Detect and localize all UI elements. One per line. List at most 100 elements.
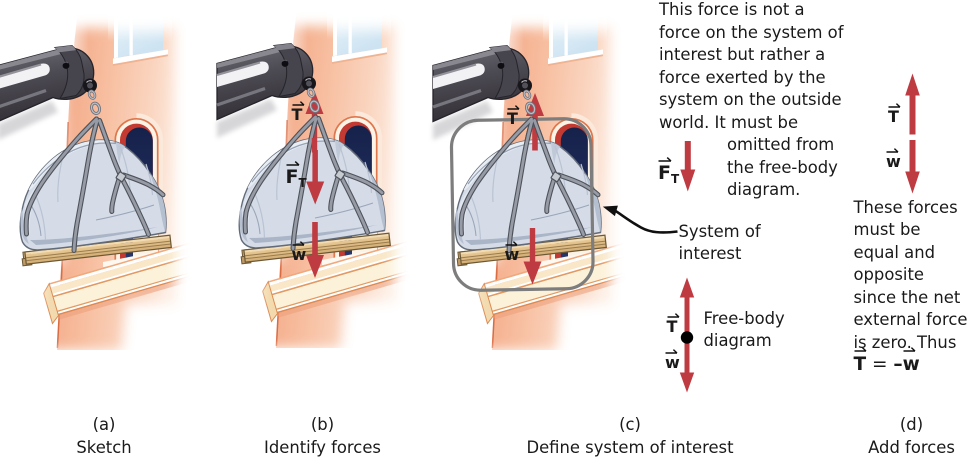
text-line: Define system of interest bbox=[526, 437, 734, 457]
text-line: opposite bbox=[853, 265, 924, 285]
text-line: system on the outside bbox=[659, 90, 842, 110]
label-text: – bbox=[893, 354, 903, 376]
caption-b: (b) Identify forces bbox=[264, 414, 381, 458]
vector-hat: T bbox=[888, 103, 901, 127]
label-text: w bbox=[504, 244, 520, 264]
vector-hat: F bbox=[285, 161, 300, 188]
label-text: T bbox=[853, 354, 867, 376]
text-line: force exerted by the bbox=[659, 67, 826, 87]
ft-label-b: FT bbox=[285, 161, 307, 190]
text-line: Add forces bbox=[868, 437, 955, 457]
text-line: must be bbox=[853, 220, 921, 240]
text-line: These forces bbox=[853, 197, 958, 217]
free-body-diagram-label: Free-body diagram bbox=[704, 308, 785, 353]
fbd-weight-arrow bbox=[679, 342, 695, 393]
vector-arrow-icon bbox=[886, 148, 899, 153]
vector-arrow-icon bbox=[505, 240, 517, 246]
text-line: Free-body bbox=[703, 308, 785, 328]
system-pointer-arrow bbox=[602, 205, 678, 234]
text-line: external force bbox=[853, 310, 968, 330]
text-line: equal and bbox=[853, 242, 936, 262]
caption-a: (a) Sketch bbox=[76, 414, 131, 458]
fbd-tension-label: T bbox=[666, 312, 679, 336]
fbd-particle-dot bbox=[680, 331, 694, 344]
vector-hat: w bbox=[886, 148, 901, 172]
text-line: since the net bbox=[853, 287, 961, 307]
vector-hat: w bbox=[902, 347, 920, 377]
label-text: T bbox=[298, 176, 307, 190]
text-line: world. It must be bbox=[659, 112, 799, 132]
vector-hat: w bbox=[665, 348, 680, 372]
text-line: omitted from bbox=[727, 135, 835, 155]
weight-arrow-b bbox=[306, 222, 324, 278]
vector-arrow-icon bbox=[507, 104, 520, 110]
text-line: is zero. Thus bbox=[853, 332, 957, 352]
text-line: System of bbox=[678, 221, 761, 241]
weight-label-c: w bbox=[504, 240, 520, 264]
vector-arrow-icon bbox=[292, 241, 304, 246]
text-line: force on the system of bbox=[659, 22, 844, 42]
vector-hat: w bbox=[504, 240, 520, 264]
tension-label-c: T bbox=[507, 104, 520, 128]
panel-a-sketch bbox=[0, 0, 206, 350]
vector-hat: T bbox=[291, 100, 304, 124]
text-line: interest but rather a bbox=[659, 45, 826, 65]
caption-d: (d) Add forces bbox=[868, 414, 955, 458]
label-text: F bbox=[285, 166, 299, 188]
caption-c: (c) Define system of interest bbox=[526, 414, 733, 458]
label-text: w bbox=[665, 352, 680, 372]
panel-c-define-system bbox=[433, 0, 641, 350]
vector-arrow-icon bbox=[903, 347, 916, 352]
system-of-interest-label: System of interest bbox=[679, 221, 761, 266]
fbd-weight-label: w bbox=[665, 348, 680, 372]
label-text: w bbox=[886, 152, 901, 172]
label-text: w bbox=[902, 354, 920, 376]
text-line: (d) bbox=[899, 415, 924, 435]
vector-hat: T bbox=[853, 347, 867, 377]
vector-hat: T bbox=[507, 104, 520, 128]
vector-arrow-icon bbox=[854, 347, 866, 352]
label-text: T bbox=[888, 107, 899, 127]
label-text: T bbox=[507, 108, 518, 128]
system-boundary-box bbox=[449, 117, 595, 292]
text-line: Identify forces bbox=[264, 437, 381, 457]
tension-arrow-d bbox=[905, 73, 920, 135]
text-line: the free-body bbox=[727, 157, 838, 177]
equal-opposite-note: These forces must be equal and opposite … bbox=[854, 197, 968, 377]
vector-arrow-icon bbox=[658, 157, 672, 162]
panel-b-identify-forces bbox=[217, 0, 425, 348]
ft-arrow-b bbox=[306, 150, 325, 205]
vector-hat: T bbox=[666, 312, 679, 336]
vector-arrow-icon bbox=[286, 161, 300, 166]
vector-arrow-icon bbox=[292, 100, 304, 106]
text-line: (b) bbox=[310, 415, 335, 435]
text-line: interest bbox=[678, 244, 742, 264]
ft-arrow-note bbox=[680, 141, 696, 192]
vector-hat: w bbox=[291, 241, 307, 265]
text-line: (c) bbox=[619, 415, 641, 435]
equation-line: T = –w bbox=[853, 347, 968, 377]
text-line: Sketch bbox=[76, 437, 132, 457]
weight-arrow-c bbox=[523, 228, 542, 285]
weight-label-d: w bbox=[886, 148, 901, 172]
vector-arrow-icon bbox=[888, 103, 901, 108]
label-text: = bbox=[866, 354, 894, 376]
label-text: T bbox=[291, 104, 303, 124]
fbd-tension-arrow bbox=[679, 277, 695, 333]
label-text: w bbox=[291, 245, 307, 265]
text-line: (a) bbox=[92, 415, 116, 435]
label-text: T bbox=[666, 316, 678, 336]
omitted-force-note: This force is not a force on the system … bbox=[659, 0, 843, 202]
vector-hat: F bbox=[658, 157, 672, 183]
text-line: diagram bbox=[703, 331, 772, 351]
tension-label-d: T bbox=[888, 103, 901, 127]
tension-label-b: T bbox=[291, 100, 304, 124]
ft-note-label: FT bbox=[658, 157, 679, 185]
text-line: This force is not a bbox=[659, 0, 805, 20]
weight-label-b: w bbox=[291, 241, 307, 265]
vector-arrow-icon bbox=[665, 348, 678, 354]
weight-arrow-d bbox=[905, 140, 920, 194]
vector-arrow-icon bbox=[667, 312, 679, 318]
